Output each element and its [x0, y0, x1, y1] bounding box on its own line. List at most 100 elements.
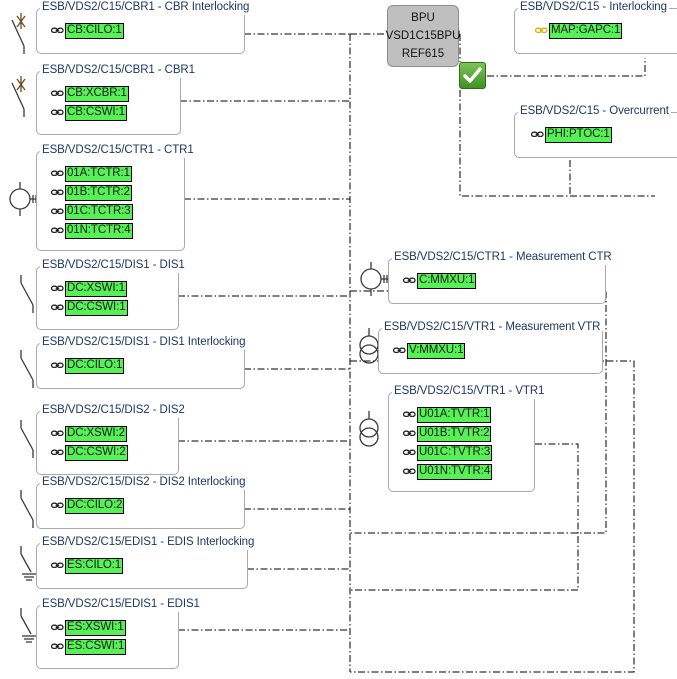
chain-link-icon: [393, 347, 406, 354]
logical-node-chip[interactable]: MAP:GAPC:1: [549, 22, 623, 39]
disconnector-symbol-dis1: [20, 275, 34, 313]
panel-body: V:MMXU:1: [379, 338, 602, 371]
logical-node-row[interactable]: 01C:TCTR:3: [37, 202, 184, 221]
panel-body: DC:XSWI:1 DC:CSWI:1: [37, 276, 178, 327]
earth-switch-symbol-edis1: [20, 608, 36, 643]
chain-link-icon: [51, 27, 64, 34]
chain-link-icon: [51, 449, 64, 456]
logical-node-chip[interactable]: ES:CILO:1: [65, 557, 124, 574]
logical-node-row[interactable]: DC:CILO:1: [37, 356, 244, 375]
chain-link-icon: [403, 468, 416, 475]
wire-badge-to-gapc: [487, 58, 646, 77]
panel-vtr1[interactable]: ESB/VDS2/C15/VTR1 - VTR1 U01A:TVTR:1 U01…: [388, 384, 547, 492]
panel-vtr1-measurement[interactable]: ESB/VDS2/C15/VTR1 - Measurement VTR V:MM…: [378, 320, 603, 374]
logical-node-chip[interactable]: U01B:TVTR:2: [417, 425, 492, 442]
logical-node-chip[interactable]: ES:CSWI:1: [65, 638, 127, 655]
disconnector-symbol-dis2: [20, 420, 34, 458]
current-transformer-symbol-measurement-ctr: [360, 262, 389, 296]
chain-link-icon: [51, 208, 64, 215]
logical-node-chip[interactable]: DC:XSWI:1: [65, 280, 127, 297]
logical-node-chip[interactable]: CB:XCBR:1: [65, 85, 129, 102]
chain-link-icon: [51, 227, 64, 234]
logical-node-row[interactable]: ES:CILO:1: [37, 556, 247, 575]
logical-node-chip[interactable]: DC:CILO:2: [65, 497, 125, 514]
panel-title: ESB/VDS2/C15 - Interlocking: [518, 0, 669, 15]
logical-node-row[interactable]: DC:CSWI:1: [37, 298, 178, 317]
panel-c15-overcurrent[interactable]: ESB/VDS2/C15 - Overcurrent PHI:PTOC:1: [514, 104, 677, 158]
ied-device-box[interactable]: BPU VSD1C15BPU REF615: [386, 5, 460, 67]
panel-dis2-interlocking[interactable]: ESB/VDS2/C15/DIS2 - DIS2 Interlocking DC…: [36, 475, 248, 529]
chain-link-icon: [51, 90, 64, 97]
logical-node-chip[interactable]: DC:CSWI:2: [65, 444, 128, 461]
panel-body: ES:XSWI:1 ES:CSWI:1: [37, 615, 178, 666]
logical-node-row[interactable]: V:MMXU:1: [379, 341, 602, 360]
logical-node-chip[interactable]: U01C:TVTR:3: [417, 444, 493, 461]
chain-link-icon: [51, 285, 64, 292]
voltage-transformer-symbol-measurement-vtr: [359, 328, 379, 364]
logical-node-row[interactable]: CB:XCBR:1: [37, 84, 180, 103]
logical-node-row[interactable]: U01B:TVTR:2: [389, 424, 534, 443]
chain-link-icon: [51, 624, 64, 631]
panel-title: ESB/VDS2/C15/DIS2 - DIS2: [40, 403, 187, 418]
logical-node-row[interactable]: 01A:TCTR:1: [37, 164, 184, 183]
chain-link-icon: [403, 411, 416, 418]
logical-node-chip[interactable]: DC:CSWI:1: [65, 299, 128, 316]
logical-node-chip[interactable]: C:MMXU:1: [417, 272, 477, 289]
panel-title: ESB/VDS2/C15/EDIS1 - EDIS1: [40, 597, 202, 612]
logical-node-chip[interactable]: 01C:TCTR:3: [65, 203, 133, 220]
panel-body: CB:CILO:1: [37, 18, 244, 51]
chain-link-icon: [403, 430, 416, 437]
logical-node-chip[interactable]: PHI:PTOC:1: [545, 126, 612, 143]
logical-node-row[interactable]: U01A:TVTR:1: [389, 405, 534, 424]
logical-node-chip[interactable]: 01N:TCTR:4: [65, 222, 133, 239]
chain-link-icon: [51, 170, 64, 177]
logical-node-row[interactable]: CB:CILO:1: [37, 21, 244, 40]
panel-title: ESB/VDS2/C15 - Overcurrent: [518, 104, 671, 119]
panel-cbr1-interlocking[interactable]: ESB/VDS2/C15/CBR1 - CBR Interlocking CB:…: [36, 0, 252, 54]
logical-node-row[interactable]: U01N:TVTR:4: [389, 462, 534, 481]
check-icon: [463, 67, 482, 83]
logical-node-row[interactable]: DC:XSWI:2: [37, 424, 178, 443]
logical-node-chip[interactable]: U01N:TVTR:4: [417, 463, 493, 480]
logical-node-row[interactable]: ES:XSWI:1: [37, 618, 178, 637]
panel-title: ESB/VDS2/C15/DIS2 - DIS2 Interlocking: [40, 475, 248, 490]
logical-node-row[interactable]: U01C:TVTR:3: [389, 443, 534, 462]
logical-node-chip[interactable]: ES:XSWI:1: [65, 619, 126, 636]
logical-node-row[interactable]: PHI:PTOC:1: [515, 125, 677, 144]
logical-node-row[interactable]: MAP:GAPC:1: [515, 21, 677, 40]
panel-title: ESB/VDS2/C15/CTR1 - Measurement CTR: [392, 250, 614, 265]
logical-node-row[interactable]: ES:CSWI:1: [37, 637, 178, 656]
logical-node-chip[interactable]: U01A:TVTR:1: [417, 406, 492, 423]
panel-body: DC:CILO:1: [37, 353, 244, 386]
logical-node-chip[interactable]: CB:CILO:1: [65, 22, 124, 39]
logical-node-chip[interactable]: CB:CSWI:1: [65, 104, 127, 121]
logical-node-row[interactable]: CB:CSWI:1: [37, 103, 180, 122]
logical-node-chip[interactable]: DC:CILO:1: [65, 357, 125, 374]
logical-node-chip[interactable]: 01A:TCTR:1: [65, 165, 132, 182]
logical-node-chip[interactable]: DC:XSWI:2: [65, 425, 127, 442]
panel-ctr1-measurement[interactable]: ESB/VDS2/C15/CTR1 - Measurement CTR C:MM…: [388, 250, 614, 304]
panel-cbr1[interactable]: ESB/VDS2/C15/CBR1 - CBR1 CB:XCBR:1 CB:CS…: [36, 63, 197, 135]
panel-edis1[interactable]: ESB/VDS2/C15/EDIS1 - EDIS1 ES:XSWI:1 ES:…: [36, 597, 202, 669]
logical-node-chip[interactable]: V:MMXU:1: [407, 342, 466, 359]
chain-link-icon: [531, 131, 544, 138]
validation-ok-badge[interactable]: [459, 62, 486, 89]
logical-node-row[interactable]: DC:XSWI:1: [37, 279, 178, 298]
chain-link-icon: [51, 562, 64, 569]
logical-node-row[interactable]: C:MMXU:1: [389, 271, 605, 290]
panel-edis1-interlocking[interactable]: ESB/VDS2/C15/EDIS1 - EDIS Interlocking E…: [36, 535, 257, 589]
disconnector-symbol-dis2-interlocking: [20, 490, 34, 528]
panel-ctr1[interactable]: ESB/VDS2/C15/CTR1 - CTR1 01A:TCTR:1 01B:…: [36, 143, 196, 251]
panel-c15-interlocking[interactable]: ESB/VDS2/C15 - Interlocking MAP:GAPC:1: [514, 0, 677, 54]
chain-link-gold-icon: [535, 27, 548, 34]
logical-node-chip[interactable]: 01B:TCTR:2: [65, 184, 132, 201]
panel-dis1[interactable]: ESB/VDS2/C15/DIS1 - DIS1 DC:XSWI:1 DC:CS…: [36, 258, 187, 330]
logical-node-row[interactable]: DC:CSWI:2: [37, 443, 178, 462]
logical-node-row[interactable]: 01N:TCTR:4: [37, 221, 184, 240]
logical-node-row[interactable]: 01B:TCTR:2: [37, 183, 184, 202]
logical-node-row[interactable]: DC:CILO:2: [37, 496, 244, 515]
panel-dis2[interactable]: ESB/VDS2/C15/DIS2 - DIS2 DC:XSWI:2 DC:CS…: [36, 403, 187, 475]
chain-link-icon: [51, 502, 64, 509]
panel-dis1-interlocking[interactable]: ESB/VDS2/C15/DIS1 - DIS1 Interlocking DC…: [36, 335, 248, 389]
